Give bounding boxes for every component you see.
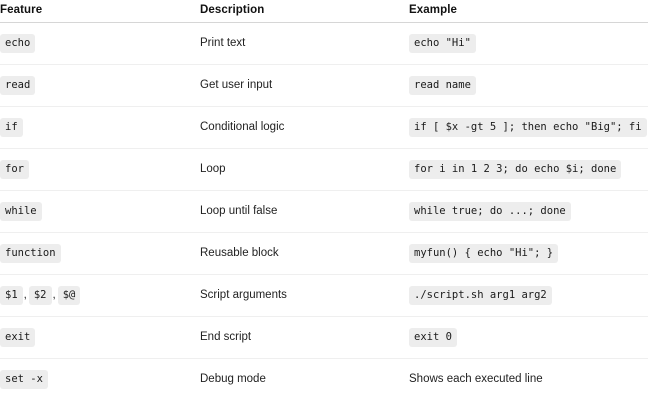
table-header-row: Feature Description Example: [0, 0, 648, 23]
example-code-chip: read name: [409, 76, 476, 95]
feature-code-chip: while: [0, 202, 42, 221]
cell-feature: set -x: [0, 359, 200, 401]
cell-example: for i in 1 2 3; do echo $i; done: [409, 148, 648, 191]
chip-separator: ,: [52, 288, 56, 301]
cell-example: myfun() { echo "Hi"; }: [409, 232, 648, 275]
example-code-chip: exit 0: [409, 328, 457, 347]
feature-code-chip: function: [0, 244, 61, 263]
feature-code-chip: exit: [0, 328, 36, 347]
feature-code-chip: $@: [57, 286, 81, 305]
description-text: Get user input: [200, 79, 273, 92]
feature-code-chip: if: [0, 118, 23, 137]
column-header-feature: Feature: [0, 0, 200, 23]
table-row: function Reusable block myfun() { echo "Hi…: [0, 232, 648, 275]
cell-description: Loop: [200, 148, 409, 191]
table-row: for Loop for i in 1 2 3; do echo $i; done: [0, 148, 648, 191]
description-text: Debug mode: [200, 373, 266, 386]
table-body: echo Print text echo "Hi" read Get user inpu…: [0, 22, 648, 401]
example-code-chip: echo "Hi": [409, 34, 476, 53]
feature-code-chip: for: [0, 160, 29, 179]
cell-description: End script: [200, 316, 409, 359]
cell-description: Script arguments: [200, 274, 409, 317]
column-header-description: Description: [200, 0, 409, 23]
cell-feature: while: [0, 190, 200, 233]
cell-example: read name: [409, 64, 648, 107]
cell-example: ./script.sh arg1 arg2: [409, 274, 648, 317]
chip-separator: ,: [23, 288, 27, 301]
description-text: End script: [200, 331, 252, 344]
description-text: Loop until false: [200, 205, 278, 218]
description-text: Script arguments: [200, 289, 287, 302]
table-row: exit End script exit 0: [0, 316, 648, 359]
cell-description: Debug mode: [200, 359, 409, 401]
table-row: while Loop until false while true; do ...;…: [0, 190, 648, 233]
cell-description: Conditional logic: [200, 106, 409, 149]
cell-description: Get user input: [200, 64, 409, 107]
cell-feature: if: [0, 106, 200, 149]
description-text: Print text: [200, 37, 246, 50]
feature-code-chip: echo: [0, 34, 36, 53]
table-row: echo Print text echo "Hi": [0, 22, 648, 65]
cell-example: exit 0: [409, 316, 648, 359]
feature-code-chip: $1: [0, 286, 23, 305]
feature-code-chip: $2: [28, 286, 52, 305]
cell-feature: exit: [0, 316, 200, 359]
description-text: Loop: [200, 163, 226, 176]
cell-feature: echo: [0, 22, 200, 65]
cell-description: Reusable block: [200, 232, 409, 275]
cell-feature: $1,$2,$@: [0, 274, 200, 317]
table-row: if Conditional logic if [ $x -gt 5 ]; then…: [0, 106, 648, 149]
bash-feature-reference-table: Feature Description Example echo Print te…: [0, 0, 648, 401]
example-code-chip: if [ $x -gt 5 ]; then echo "Big"; fi: [409, 118, 647, 137]
cell-example: echo "Hi": [409, 22, 648, 65]
column-header-example: Example: [409, 0, 648, 23]
cell-description: Print text: [200, 22, 409, 65]
cell-feature: function: [0, 232, 200, 275]
example-code-chip: for i in 1 2 3; do echo $i; done: [409, 160, 622, 179]
example-code-chip: while true; do ...; done: [409, 202, 571, 221]
cell-example: if [ $x -gt 5 ]; then echo "Big"; fi: [409, 106, 648, 149]
cell-description: Loop until false: [200, 190, 409, 233]
feature-code-chip: set -x: [0, 370, 48, 389]
table-row: $1,$2,$@Script arguments./script.sh arg1…: [0, 274, 648, 317]
table-row: read Get user input read name: [0, 64, 648, 107]
example-code-chip: myfun() { echo "Hi"; }: [409, 244, 559, 263]
description-text: Conditional logic: [200, 121, 285, 134]
cell-example: while true; do ...; done: [409, 190, 648, 233]
example-code-chip: ./script.sh arg1 arg2: [409, 286, 552, 305]
cell-feature: read: [0, 64, 200, 107]
table-header: Feature Description Example: [0, 0, 648, 23]
example-text: Shows each executed line: [409, 373, 543, 386]
description-text: Reusable block: [200, 247, 279, 260]
cell-feature: for: [0, 148, 200, 191]
table-row: set -x Debug mode Shows each executed line: [0, 359, 648, 401]
feature-code-chip: read: [0, 76, 36, 95]
cell-example: Shows each executed line: [409, 359, 648, 401]
